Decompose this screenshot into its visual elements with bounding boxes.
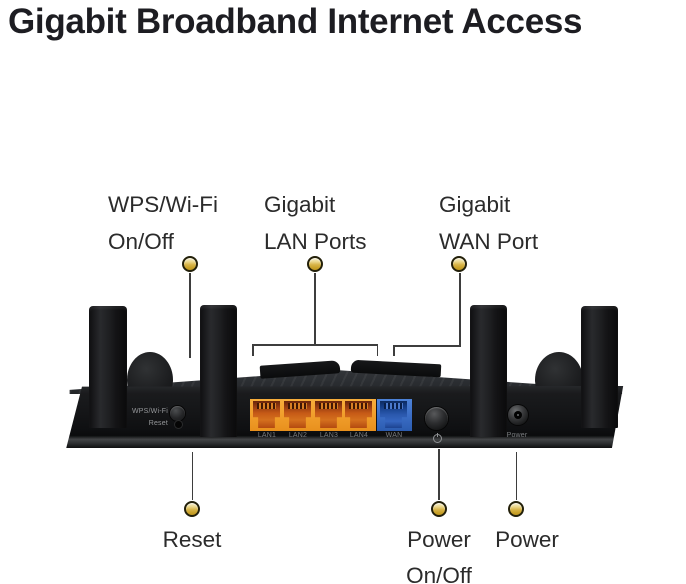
callout-line-power-jack bbox=[515, 452, 518, 500]
antenna-outer-right bbox=[581, 306, 618, 428]
callout-label-line: WPS/Wi-Fi bbox=[108, 192, 218, 217]
power-button bbox=[425, 407, 448, 430]
callout-line-reset bbox=[191, 452, 193, 500]
callout-line-wps-vertical bbox=[189, 273, 191, 358]
callout-label-wps-wifi: WPS/Wi-Fi On/Off bbox=[108, 186, 218, 260]
power-jack bbox=[508, 405, 528, 425]
power-jack-pin bbox=[517, 414, 519, 416]
callout-line-lan-tick-right bbox=[376, 344, 378, 356]
callout-label-line: Gigabit bbox=[439, 192, 511, 217]
callout-label-line: Gigabit bbox=[264, 192, 336, 217]
power-jack-hole bbox=[514, 411, 522, 419]
reset-button-label: Reset bbox=[148, 420, 168, 427]
gold-dot-icon-power-jack bbox=[507, 500, 524, 517]
lan-port-3-label: LAN3 bbox=[319, 432, 339, 439]
wps-button bbox=[170, 406, 185, 421]
gold-dot-icon-power-switch bbox=[430, 500, 447, 517]
gold-dot-icon-lan bbox=[306, 255, 323, 272]
callout-line-wan-bracket bbox=[393, 345, 461, 347]
callout-label-power: Power bbox=[495, 527, 559, 552]
gold-dot-icon-reset bbox=[183, 500, 200, 517]
callout-label-reset: Reset bbox=[162, 527, 222, 552]
callout-line-wan-vertical bbox=[459, 273, 461, 346]
lan-port-1-label: LAN1 bbox=[257, 432, 277, 439]
callout-line-power-switch bbox=[438, 449, 440, 500]
wps-button-label: WPS/Wi-Fi bbox=[131, 408, 168, 415]
antenna-inner-left bbox=[200, 305, 237, 437]
antenna-inner-right bbox=[470, 305, 507, 437]
power-icon bbox=[433, 432, 442, 443]
antenna-outer-left bbox=[89, 306, 127, 428]
callout-label-line: On/Off bbox=[108, 229, 174, 254]
lan-port-4-label: LAN4 bbox=[349, 432, 369, 439]
callout-line-wan-tick bbox=[393, 345, 395, 356]
page-title: Gigabit Broadband Internet Access bbox=[8, 2, 583, 41]
callout-label-power-on-off: Power On/Off bbox=[374, 522, 504, 584]
callout-line-lan-bracket bbox=[252, 344, 378, 346]
callout-label-line: LAN Ports bbox=[264, 229, 367, 254]
callout-label-gigabit-lan: Gigabit LAN Ports bbox=[264, 186, 367, 260]
gold-dot-icon-wps bbox=[181, 255, 198, 272]
gold-dot-icon-wan bbox=[450, 255, 467, 272]
callout-line-lan-tick-left bbox=[252, 344, 254, 356]
callout-label-line: On/Off bbox=[406, 563, 472, 584]
callout-line-lan-vertical bbox=[314, 273, 316, 345]
callout-label-line: Power bbox=[407, 527, 471, 552]
reset-button bbox=[175, 421, 182, 428]
lan-port-2-label: LAN2 bbox=[288, 432, 308, 439]
callout-label-gigabit-wan: Gigabit WAN Port bbox=[439, 186, 538, 260]
power-jack-label: Power bbox=[506, 432, 528, 439]
callout-label-line: WAN Port bbox=[439, 229, 539, 254]
wan-port-label: WAN bbox=[385, 432, 403, 439]
